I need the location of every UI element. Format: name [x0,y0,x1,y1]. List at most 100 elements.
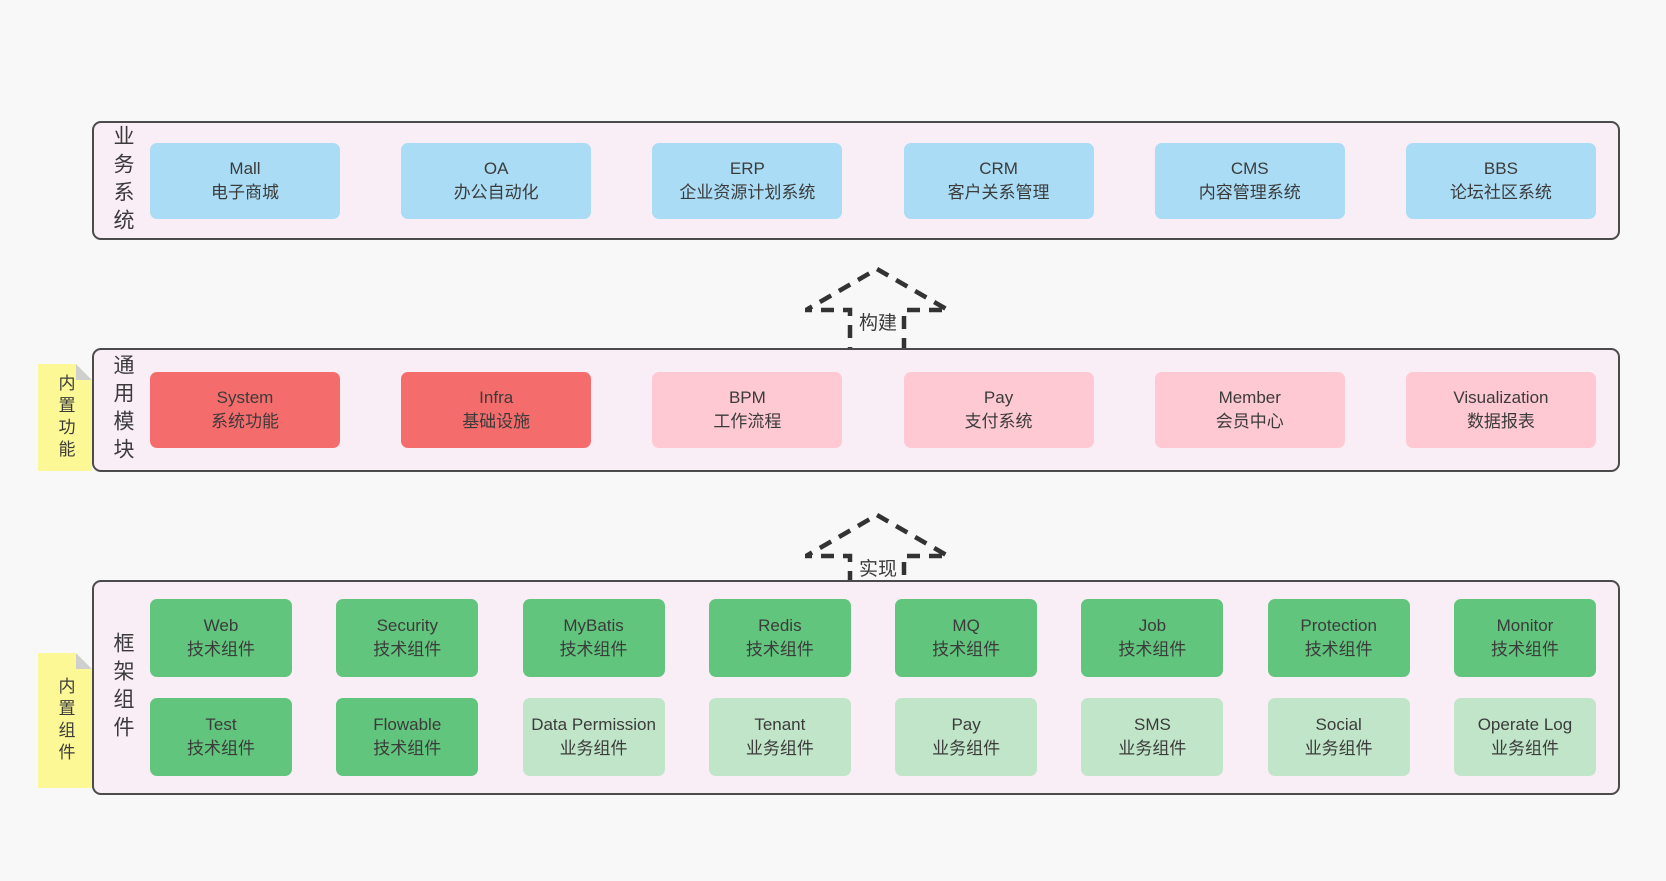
module-desc: 会员中心 [1215,412,1284,431]
module-box-security: Security 技术组件 [336,599,479,677]
module-box-sms: SMS 业务组件 [1081,698,1224,776]
module-box-erp: ERP 企业资源计划系统 [652,142,843,219]
module-name: BBS [1483,158,1518,178]
module-desc: 电子商城 [211,182,279,202]
module-name: MQ [952,616,980,636]
module-desc: 技术组件 [373,640,442,659]
module-box-data-permission: Data Permission 业务组件 [522,698,665,776]
sticky-fold-corner-icon [76,364,92,380]
module-box-system: System 系统功能 [150,372,340,448]
module-desc: 技术组件 [932,640,1001,659]
dashed-up-arrow-icon [805,266,951,358]
sticky-note-text: 内置功能 [55,373,75,462]
module-box-oa: OA 办公自动化 [401,142,592,219]
implement-arrow: 实现 [805,512,951,604]
sticky-note-built-in-features: 内置功能 [38,364,92,471]
module-name: Pay [951,715,981,735]
module-name: Test [205,715,237,735]
module-desc: 技术组件 [559,640,628,659]
module-name: MyBatis [563,616,624,636]
module-name: BPM [728,388,766,408]
module-box-visualization: Visualization 数据报表 [1405,372,1596,448]
module-desc: 业务组件 [559,739,628,758]
module-name: SMS [1133,715,1171,735]
module-desc: 办公自动化 [453,182,539,202]
module-desc: 技术组件 [1304,640,1373,659]
module-desc: 客户关系管理 [947,182,1050,202]
module-desc: 技术组件 [1118,640,1187,659]
module-desc: 技术组件 [1490,640,1559,659]
module-box-pay: Pay 支付系统 [903,372,1094,448]
module-desc: 系统功能 [211,412,279,431]
module-box-mq: MQ 技术组件 [895,599,1038,677]
module-desc: 业务组件 [1118,739,1187,758]
module-name: Data Permission [531,715,656,735]
section-framework-components-label: 框架组件 [111,631,134,744]
module-box-protection: Protection 技术组件 [1267,599,1410,677]
module-name: CMS [1230,158,1269,178]
module-name: Flowable [373,715,442,735]
build-arrow: 构建 [805,266,951,358]
module-box-operate-log: Operate Log 业务组件 [1453,698,1596,776]
module-name: Visualization [1453,388,1549,408]
module-name: Member [1218,388,1281,408]
module-box-member: Member 会员中心 [1154,372,1345,448]
section-business-systems-label: 业务系统 [111,124,134,237]
build-arrow-label: 构建 [856,308,900,335]
module-box-monitor: Monitor 技术组件 [1453,599,1596,677]
module-box-job: Job 技术组件 [1081,599,1224,677]
module-name: ERP [729,158,765,178]
section-framework-components: 框架组件 Web 技术组件 Security 技术组件 MyBatis 技术组件 Redis… [92,580,1620,795]
module-name: Redis [758,616,802,636]
module-box-cms: CMS 内容管理系统 [1154,142,1345,219]
section-common-modules-label: 通用模块 [111,354,134,466]
module-desc: 内容管理系统 [1198,182,1301,202]
module-desc: 基础设施 [462,412,531,431]
module-name: Web [203,616,239,636]
module-desc: 支付系统 [964,412,1033,431]
module-box-pay: Pay 业务组件 [895,698,1038,776]
module-name: Monitor [1496,616,1554,636]
sticky-note-text: 内置组件 [55,676,75,765]
module-name: Job [1138,616,1167,636]
module-desc: 技术组件 [187,739,255,758]
module-name: Tenant [754,715,806,735]
module-name: Security [376,616,438,636]
module-name: Operate Log [1477,715,1573,735]
sticky-fold-corner-icon [76,653,92,669]
module-box-mybatis: MyBatis 技术组件 [522,599,665,677]
sticky-note-built-in-components: 内置组件 [38,653,92,788]
module-desc: 论坛社区系统 [1449,182,1552,202]
module-box-crm: CRM 客户关系管理 [903,142,1094,219]
dashed-up-arrow-icon [805,512,951,604]
module-name: CRM [979,158,1018,178]
module-name: System [216,388,274,408]
module-desc: 业务组件 [1490,739,1559,758]
module-desc: 企业资源计划系统 [679,182,816,202]
module-name: OA [483,158,509,178]
module-box-bbs: BBS 论坛社区系统 [1405,142,1596,219]
module-box-test: Test 技术组件 [150,698,292,776]
module-name: Protection [1300,616,1377,636]
module-desc: 业务组件 [932,739,1001,758]
module-desc: 技术组件 [187,640,255,659]
module-desc: 数据报表 [1466,412,1535,431]
module-name: Pay [983,388,1014,408]
